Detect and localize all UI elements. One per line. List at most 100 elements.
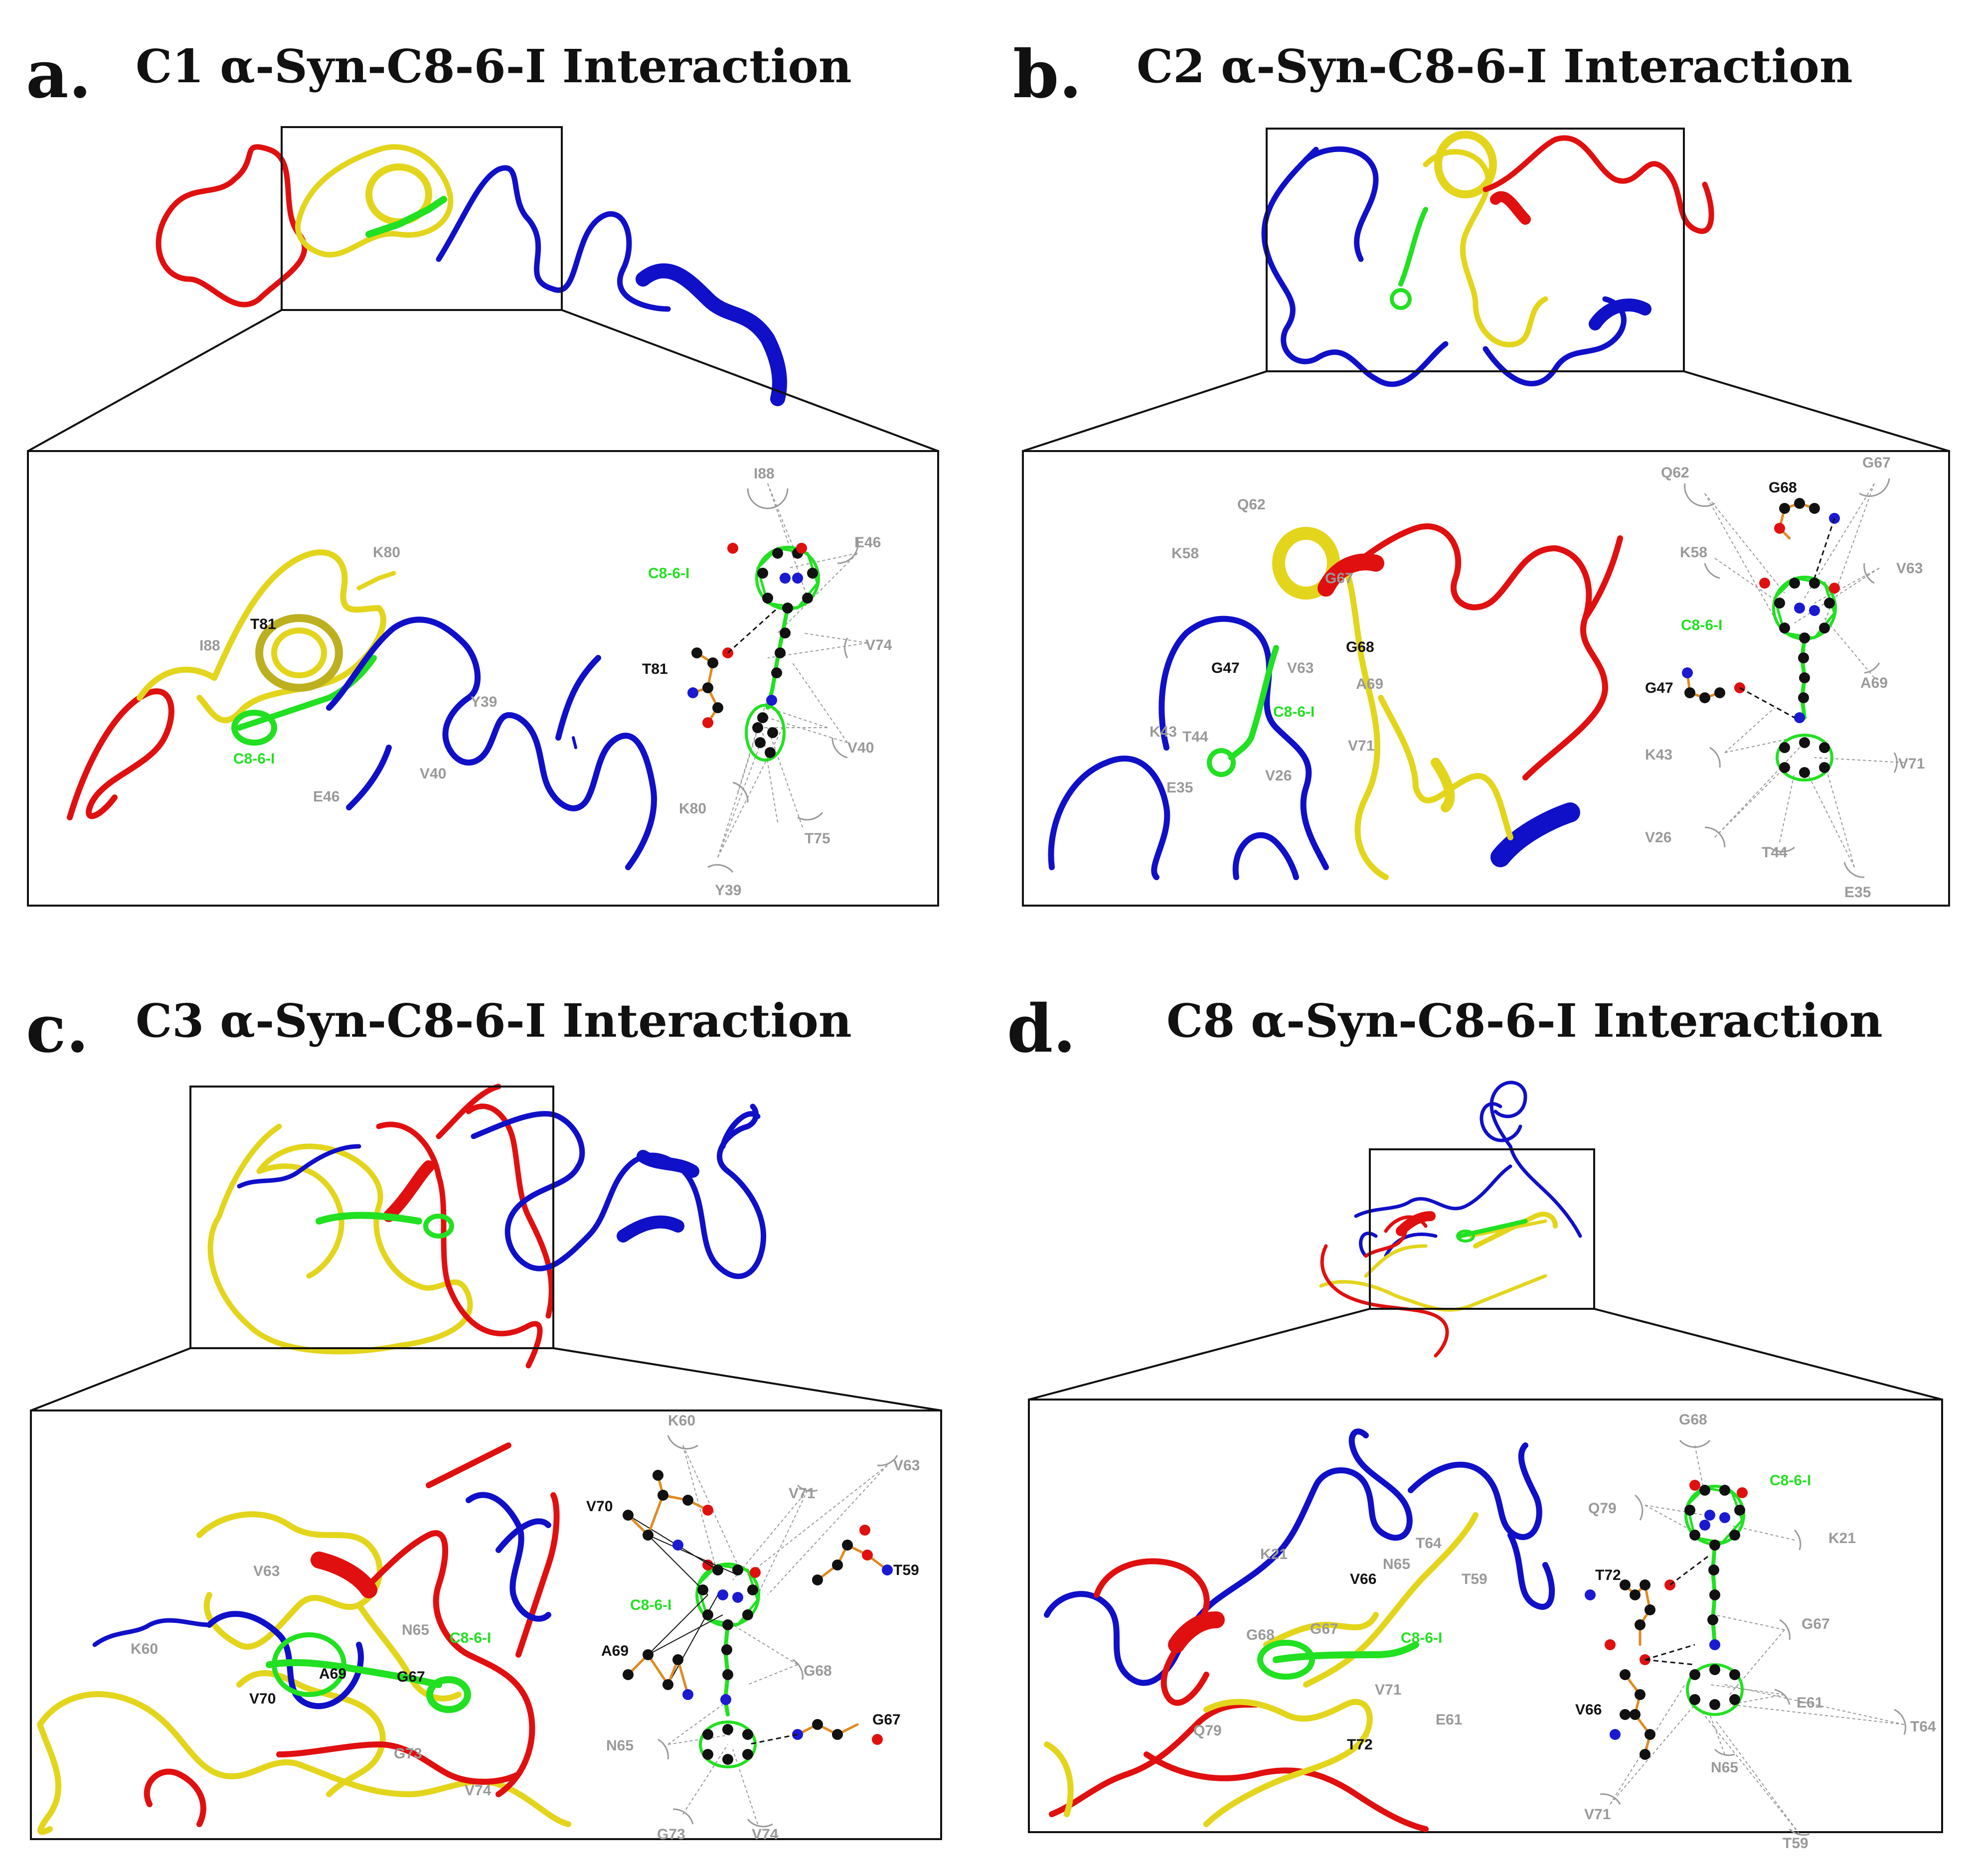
panel-c-3d-label-v63: V63 xyxy=(253,1563,280,1579)
panel-d-2d-label-g68: G68 xyxy=(1679,1411,1707,1428)
panel-c-contact-lines xyxy=(667,1445,888,1825)
panel-d-overview-structure xyxy=(1319,1081,1582,1358)
panel-c-hydrophobic-arcs xyxy=(658,1435,898,1828)
panel-a-zoom-line-left xyxy=(27,309,282,452)
panel-a-2d-ligand-label: C8-6-I xyxy=(648,565,689,582)
panel-c-2d-label-v63: V63 xyxy=(893,1457,920,1474)
panel-d-3d-label-n65: N65 xyxy=(1383,1556,1410,1572)
panel-a-zoom-line-right xyxy=(561,309,939,452)
panel-c-2d-label-a69: A69 xyxy=(601,1643,629,1659)
panel-b-3d-label-g67: G67 xyxy=(1325,570,1353,587)
panel-c-2d-label-g67: G67 xyxy=(872,1712,901,1728)
panel-c-3d-label-g67: G67 xyxy=(397,1669,425,1685)
panel-b-2d-diagram: Q62 G67 K58 V63 A69 K43 V71 V26 T44 E35 … xyxy=(1645,455,1925,901)
panel-c-3d-ligand-label: C8-6-I xyxy=(450,1630,491,1646)
panel-a-3d-label-i88: I88 xyxy=(199,637,220,654)
panel-b-overview-structure xyxy=(1261,131,1714,387)
panel-b-3d-label-v63: V63 xyxy=(1287,660,1314,676)
panel-d-2d-label-v71: V71 xyxy=(1584,1806,1611,1823)
panel-d-2d-label-e61: E61 xyxy=(1797,1695,1823,1711)
panel-c-title: C3 α-Syn-C8-6-I Interaction xyxy=(136,994,852,1048)
panel-d-letter: d. xyxy=(1007,990,1076,1068)
panel-b-2d-label-k58: K58 xyxy=(1680,544,1707,561)
panel-b-2d-label-a69: A69 xyxy=(1860,675,1888,691)
panel-c-ligand-2d xyxy=(695,1560,761,1768)
panel-b-hbond-residue-g68 xyxy=(1774,498,1840,579)
panel-b-2d-ligand-label: C8-6-I xyxy=(1681,617,1722,633)
panel-d-zoom-line-left xyxy=(1028,1308,1370,1401)
panel-a-2d-label-k80: K80 xyxy=(679,800,706,817)
panel-b-3d-view: Q62 K58 G67 G47 G68 V63 A69 K43 T44 V71 … xyxy=(1048,496,1623,880)
panel-b-2d-label-k43: K43 xyxy=(1645,747,1672,763)
panel-d-hbond-residue-v66 xyxy=(1610,1644,1695,1760)
panel-c-2d-label-v74: V74 xyxy=(752,1826,779,1843)
panel-d-zoom-box xyxy=(1369,1148,1595,1310)
panel-c-letter: c. xyxy=(26,990,89,1068)
panel-b-3d-label-k43: K43 xyxy=(1150,724,1177,740)
panel-a-2d-label-i88: I88 xyxy=(754,466,775,482)
panel-c-2d-label-g68: G68 xyxy=(804,1663,832,1679)
panel-a-2d-diagram: I88 E46 V74 V40 T75 K80 Y39 T81 C8-6-I xyxy=(642,466,892,899)
panel-c-3d-label-g73: G73 xyxy=(394,1745,422,1762)
panel-a-2d-label-t75: T75 xyxy=(805,830,830,847)
panel-d-3d-label-t59: T59 xyxy=(1462,1571,1487,1587)
panel-c: c. C3 α-Syn-C8-6-I Interaction xyxy=(26,990,942,1843)
panel-a-3d-ligand-label: C8-6-I xyxy=(233,751,275,767)
panel-b-2d-label-t44: T44 xyxy=(1762,844,1788,861)
panel-d-3d-label-v71: V71 xyxy=(1375,1682,1401,1698)
panel-c-zoom-line-left xyxy=(30,1347,191,1411)
panel-d-3d-label-g67: G67 xyxy=(1310,1621,1338,1637)
panel-a-3d-label-e46: E46 xyxy=(313,788,339,805)
panel-b-2d-label-q62: Q62 xyxy=(1661,465,1689,481)
panel-a-2d-label-v40: V40 xyxy=(847,740,874,756)
panel-b-3d-label-g47: G47 xyxy=(1211,660,1240,676)
panel-a-2d-label-y39: Y39 xyxy=(715,882,741,899)
panel-c-zoom-line-right xyxy=(553,1347,942,1411)
panel-c-overview-structure xyxy=(207,1084,766,1369)
panel-c-3d-view: K60 V63 N65 A69 G67 V70 G73 V74 C8-6-I xyxy=(37,1442,571,1835)
panel-b-3d-label-g68: G68 xyxy=(1346,639,1374,655)
panel-b-3d-label-v26: V26 xyxy=(1265,768,1292,784)
panel-c-3d-label-v74: V74 xyxy=(465,1782,492,1799)
panel-b-3d-label-k58: K58 xyxy=(1171,545,1199,562)
panel-a-2d-label-v74: V74 xyxy=(865,637,892,653)
panel-d-3d-label-v66: V66 xyxy=(1350,1571,1376,1587)
panel-a-2d-label-t81: T81 xyxy=(642,661,668,677)
panel-c-2d-label-k60: K60 xyxy=(668,1412,695,1429)
panel-a-letter: a. xyxy=(26,36,91,113)
panel-d-2d-label-k21: K21 xyxy=(1828,1530,1856,1547)
panel-d-2d-label-n65: N65 xyxy=(1711,1759,1738,1776)
panel-d-2d-ligand-label: C8-6-I xyxy=(1770,1472,1811,1489)
panel-c-2d-label-n65: N65 xyxy=(606,1737,634,1754)
panel-a-zoom-box xyxy=(281,126,563,311)
panel-b-2d-label-v71: V71 xyxy=(1898,756,1925,772)
panel-d-2d-diagram: G68 Q79 K21 G67 E61 T64 N65 V71 T59 T72 … xyxy=(1575,1411,1936,1852)
panel-a: a. C1 α-Syn-C8-6-I Interaction xyxy=(26,36,939,907)
panel-d-detail-frame xyxy=(1028,1399,1943,1833)
panel-d-3d-ligand-label: C8-6-I xyxy=(1401,1630,1442,1646)
panel-b-2d-label-v26: V26 xyxy=(1645,829,1671,846)
panel-d-zoom-line-right xyxy=(1594,1308,1943,1401)
panel-b-zoom-box xyxy=(1266,128,1685,372)
panel-b-detail-frame xyxy=(1022,450,1950,907)
panel-c-3d-label-k60: K60 xyxy=(131,1641,158,1657)
panel-b-3d-label-a69: A69 xyxy=(1356,676,1383,692)
panel-b-3d-label-e35: E35 xyxy=(1166,780,1193,796)
panel-a-hydrophobic-arcs xyxy=(707,488,859,873)
panel-a-hbond-residue-t81 xyxy=(687,607,779,728)
panel-a-3d-label-v40: V40 xyxy=(420,766,446,782)
panel-d-2d-label-t59: T59 xyxy=(1783,1835,1809,1852)
panel-d-title: C8 α-Syn-C8-6-I Interaction xyxy=(1166,994,1883,1048)
panel-b-contact-lines xyxy=(1704,483,1905,868)
panel-d-3d-label-e61: E61 xyxy=(1436,1712,1462,1728)
panel-a-3d-label-k80: K80 xyxy=(373,544,400,561)
panel-c-2d-diagram: K60 V71 V63 G68 N65 G73 V74 V70 A69 T59 … xyxy=(586,1412,920,1843)
panel-b-2d-label-v63: V63 xyxy=(1896,560,1923,577)
panel-b-letter: b. xyxy=(1013,36,1082,113)
panel-c-3d-label-v70: V70 xyxy=(249,1691,276,1707)
panel-d-3d-label-t72: T72 xyxy=(1347,1736,1373,1753)
panel-c-2d-label-v70: V70 xyxy=(586,1498,613,1515)
panel-b: b. C2 α-Syn-C8-6-I Interaction xyxy=(1013,36,1950,907)
panel-d-3d-label-t64: T64 xyxy=(1416,1535,1442,1552)
